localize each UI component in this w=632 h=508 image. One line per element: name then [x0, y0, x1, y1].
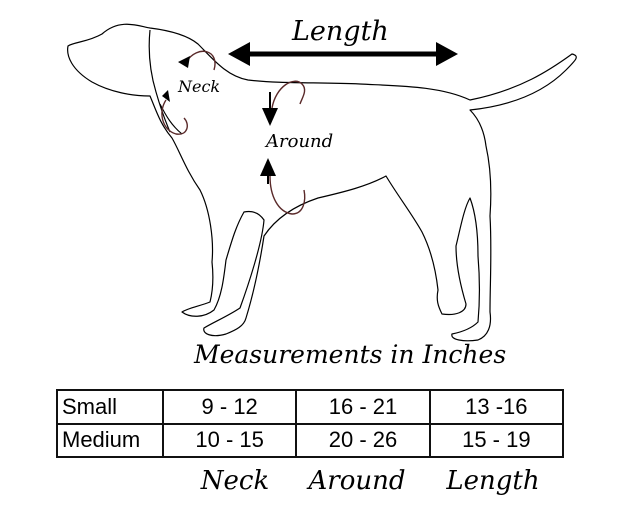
collar-line — [159, 103, 183, 135]
table-row: Small 9 - 12 16 - 21 13 -16 — [56, 389, 565, 425]
length-label: Length — [292, 16, 389, 47]
size-chart-table: Small 9 - 12 16 - 21 13 -16 Medium 10 - … — [56, 389, 565, 458]
around-cell: 16 - 21 — [295, 389, 431, 425]
length-cell: 13 -16 — [428, 389, 565, 425]
neck-cell: 9 - 12 — [161, 389, 298, 425]
size-name-cell: Medium — [56, 422, 164, 458]
around-cell: 20 - 26 — [295, 422, 431, 458]
neck-arrow — [161, 50, 216, 135]
measurements-caption: Measurements in Inches — [194, 340, 507, 369]
around-arrow — [260, 80, 306, 215]
column-label-neck: Neck — [200, 466, 270, 496]
neck-label: Neck — [178, 77, 221, 96]
dog-silhouette — [67, 23, 577, 342]
column-label-length: Length — [446, 466, 540, 496]
table-row: Medium 10 - 15 20 - 26 15 - 19 — [56, 422, 565, 458]
neck-cell: 10 - 15 — [161, 422, 298, 458]
size-name-cell: Small — [56, 389, 164, 425]
dog-ear — [148, 29, 171, 133]
length-arrow — [228, 42, 458, 66]
column-label-around: Around — [308, 466, 406, 496]
around-label: Around — [266, 131, 334, 152]
length-cell: 15 - 19 — [428, 422, 565, 458]
